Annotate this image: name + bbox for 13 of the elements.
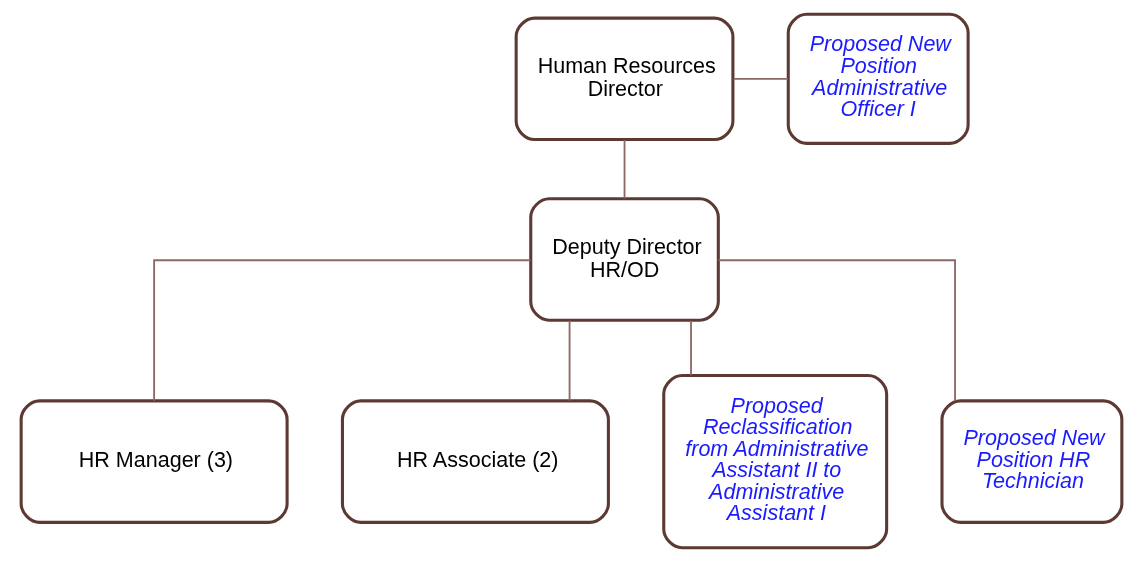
- node-box: Proposed New Position HR Technician: [939, 399, 1123, 524]
- connector: [152, 259, 531, 402]
- node-box: Proposed New Position Administrative Officer I: [786, 12, 970, 145]
- node-box: HR Manager (3): [19, 399, 289, 524]
- node-box: Proposed Reclassification from Administrative Assistant II to Administrative Assistant I: [661, 374, 888, 550]
- connector: [732, 77, 789, 80]
- connector: [568, 319, 570, 402]
- node-box: Deputy Director HR/OD: [528, 197, 720, 322]
- connector: [689, 319, 692, 377]
- connector: [623, 139, 625, 200]
- node-box: HR Associate (2): [340, 399, 610, 524]
- node-box: Human Resources Director: [514, 16, 734, 142]
- connector: [716, 259, 956, 402]
